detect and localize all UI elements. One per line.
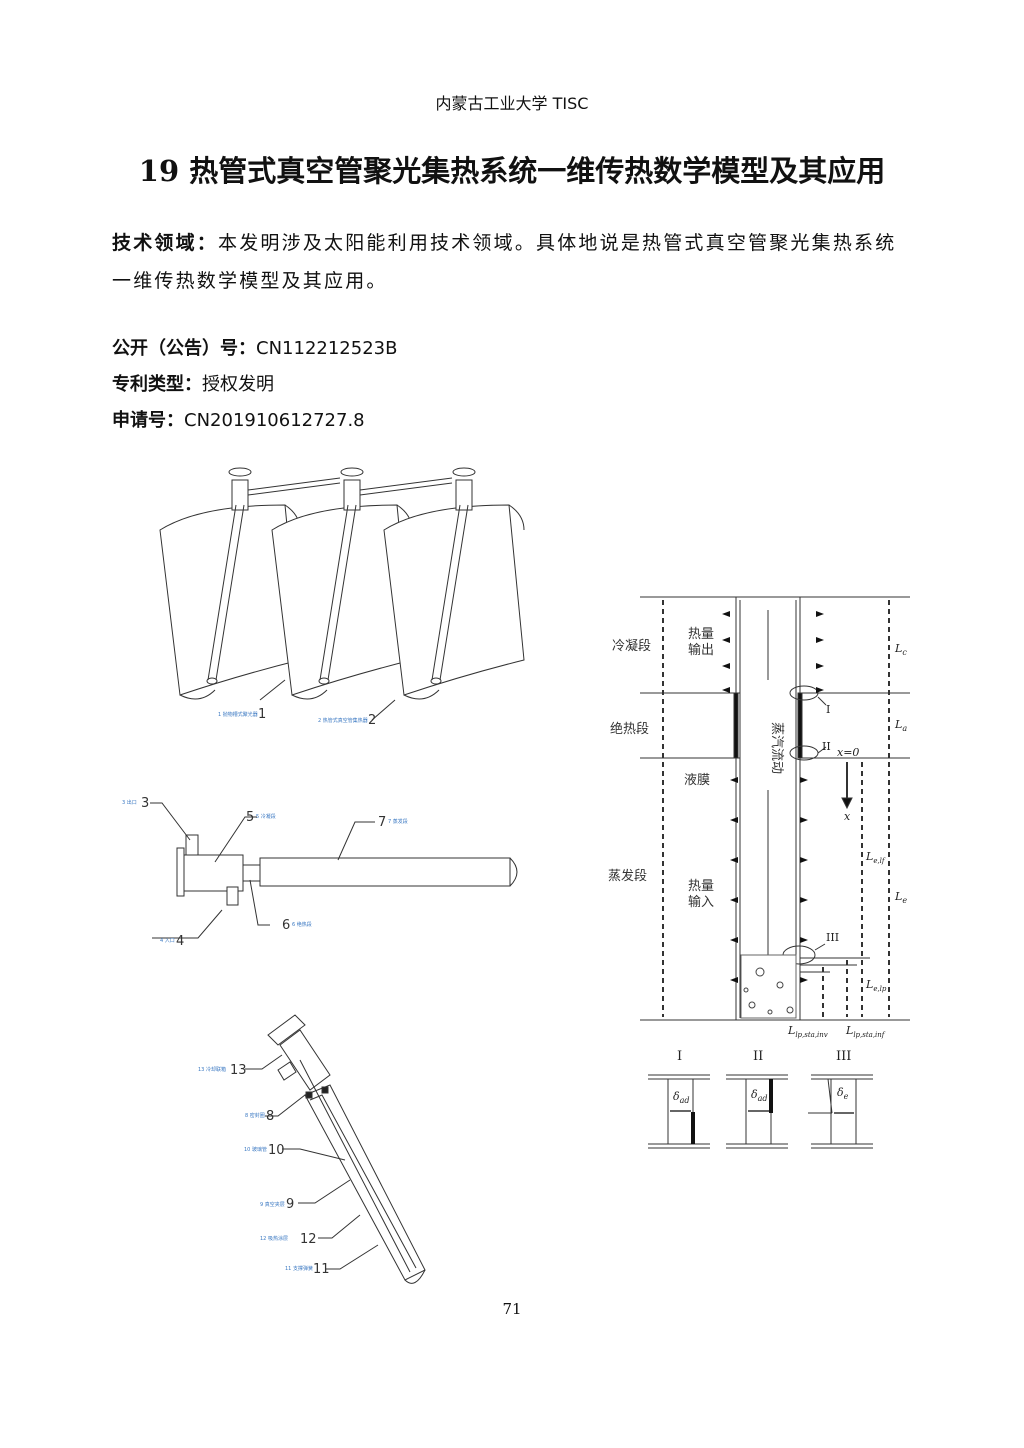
field-label: 技术领域：	[112, 232, 219, 254]
label-number: 2	[368, 713, 376, 728]
label-number: 3	[141, 796, 149, 811]
page-header: 内蒙古工业大学 TISC	[435, 94, 589, 113]
axis-label: x	[844, 810, 851, 823]
page-title: 19 热管式真空管聚光集热系统一维传热数学模型及其应用	[138, 154, 886, 188]
label-text: 4 入口	[160, 938, 175, 944]
info-label: 申请号：	[112, 410, 184, 431]
info-label: 公开（公告）号：	[112, 338, 256, 359]
liquid-film-label: 液膜	[684, 773, 710, 788]
info-label: 专利类型：	[112, 374, 202, 395]
length-Lelp: Le,lp	[865, 978, 887, 993]
figure-trough-collectors: 1 抛物槽式聚光器 1 2 热管式真空管集热器 2	[159, 467, 525, 728]
heat-output-label: 热量	[688, 627, 714, 642]
patent-type: 专利类型：授权发明	[112, 370, 274, 396]
technical-field: 技术领域：本发明涉及太阳能利用技术领域。具体地说是热管式真空管聚光集热系统一维传…	[112, 224, 912, 300]
mark-II: II	[822, 740, 831, 753]
label-number: 1	[258, 707, 266, 722]
heat-output-label: 输出	[688, 642, 714, 658]
mark-III: III	[826, 931, 839, 944]
label-text: 10 玻璃管	[244, 1146, 267, 1153]
vapor-flow-label: 蒸汽流动	[769, 722, 784, 774]
mark-I: I	[826, 703, 830, 716]
info-value: CN201910612727.8	[184, 410, 365, 431]
field-text: 本发明涉及太阳能利用技术领域。具体地说是热管式真空管聚光集热系统一维传热数学模型…	[112, 232, 897, 292]
delta-label: δe	[837, 1086, 849, 1101]
label-number: 8	[266, 1109, 274, 1124]
label-text: 6 绝热段	[292, 921, 312, 928]
panel-title: II	[753, 1049, 763, 1064]
figure-tube-section: 13 冷却联箱 13 8 密封圈 8 10 玻璃管 10 9 真空夹层 9 12…	[198, 1014, 426, 1284]
label-number: 5	[246, 810, 254, 825]
figure-collector-side-view: 3 出口 3 4 入口 4 5 5 冷凝段 6 6 绝热段 7 7 蒸发段	[122, 796, 518, 949]
label-number: 7	[378, 815, 386, 830]
label-number: 6	[282, 918, 290, 933]
label-text: 1 抛物槽式聚光器	[218, 711, 258, 718]
info-value: 授权发明	[202, 374, 274, 395]
label-text: 11 支撑弹簧	[285, 1265, 313, 1272]
figure-heat-pipe-model: 冷凝段 绝热段 蒸发段 热量 输出 热量 输入 液膜 蒸汽流动 I II III…	[608, 596, 910, 1039]
label-number: 9	[286, 1197, 294, 1212]
origin-label: x=0	[837, 746, 859, 759]
label-number: 12	[300, 1232, 317, 1247]
heat-input-label: 热量	[688, 879, 714, 894]
length-La: La	[894, 718, 907, 733]
label-text: 3 出口	[122, 799, 137, 806]
heat-input-label: 输入	[688, 894, 714, 910]
length-Linf: Llp,sta,inf	[845, 1024, 886, 1039]
section-adiabatic: 绝热段	[610, 721, 649, 737]
length-Lelf: Le,lf	[865, 850, 886, 865]
page-number: 71	[502, 1300, 522, 1318]
label-text: 5 冷凝段	[256, 813, 276, 820]
section-condenser: 冷凝段	[612, 638, 651, 654]
application-number: 申请号：CN201910612727.8	[112, 406, 365, 432]
delta-label: δad	[751, 1088, 768, 1103]
label-text: 9 真空夹层	[260, 1201, 285, 1208]
label-text: 7 蒸发段	[388, 818, 408, 825]
label-text: 13 冷却联箱	[198, 1066, 226, 1073]
length-Le: Le	[894, 890, 907, 905]
label-number: 4	[176, 934, 184, 949]
length-Lc: Lc	[894, 642, 907, 657]
length-Linv: Llp,sta,inv	[787, 1024, 828, 1039]
label-text: 12 吸热涂层	[260, 1235, 288, 1242]
panel-title: III	[836, 1049, 851, 1064]
section-evaporator: 蒸发段	[608, 868, 647, 884]
label-text: 2 热管式真空管集热器	[318, 717, 368, 724]
panel-title: I	[677, 1049, 682, 1064]
label-text: 8 密封圈	[245, 1112, 265, 1119]
figure-film-details: I II III δad δad δe	[648, 1049, 874, 1149]
label-number: 13	[230, 1063, 247, 1078]
publication-number: 公开（公告）号：CN112212523B	[112, 334, 397, 360]
delta-label: δad	[673, 1090, 690, 1105]
label-number: 11	[313, 1262, 330, 1277]
label-number: 10	[268, 1143, 285, 1158]
info-value: CN112212523B	[256, 338, 398, 359]
